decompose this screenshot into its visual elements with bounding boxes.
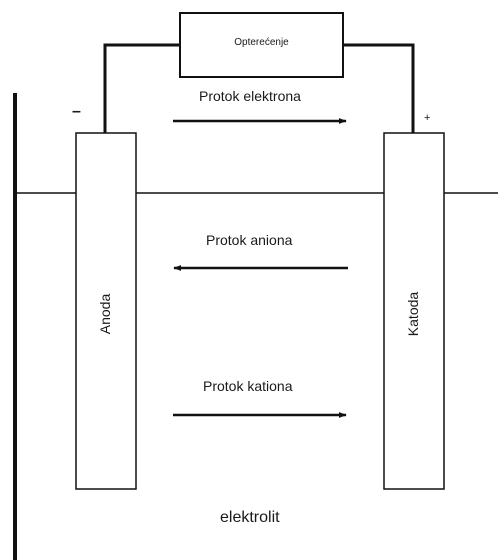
cathode-electrode: [383, 132, 445, 490]
electrolyte-label: elektrolit: [220, 509, 280, 526]
anode-label: Anoda: [97, 293, 113, 335]
load-label: Opterećenje: [234, 37, 289, 48]
load-box: [179, 12, 344, 78]
external-circuit-wire-right: [343, 43, 415, 133]
anode-label-wrapper: Anoda: [95, 284, 115, 344]
negative-terminal-sign: –: [72, 103, 81, 120]
cathode-label: Katoda: [405, 291, 421, 337]
cathode-label-wrapper: Katoda: [403, 284, 423, 344]
positive-terminal-sign: +: [424, 112, 431, 124]
cation-flow-label: Protok kationa: [203, 378, 293, 394]
anion-flow-label: Protok aniona: [206, 232, 293, 248]
anode-electrode: [75, 132, 137, 490]
external-circuit-wire: [103, 43, 180, 133]
electron-flow-label: Protok elektrona: [199, 88, 301, 104]
